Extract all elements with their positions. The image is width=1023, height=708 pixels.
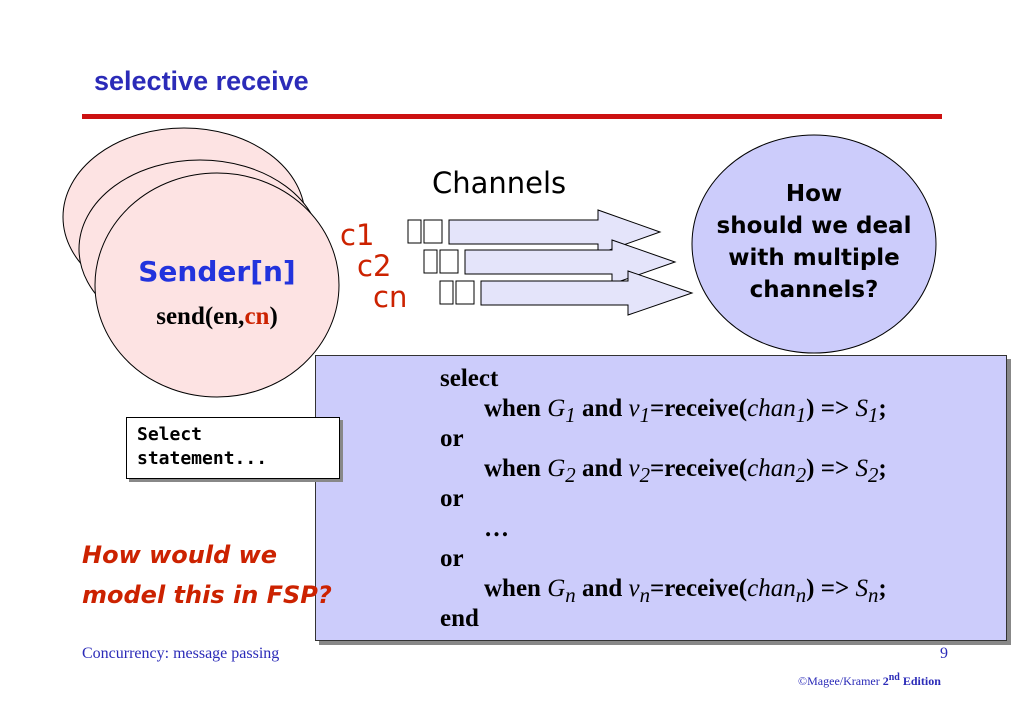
fsp-question-line1: How would we	[82, 541, 278, 569]
buffer-slot	[423, 219, 443, 244]
receiver-question: How should we deal with multiple channel…	[694, 178, 934, 306]
channel-label-cn: cn	[373, 280, 408, 314]
slide-title: selective receive	[94, 66, 309, 96]
code-branch-2: when G2 and v2=receive(chan2) => S2;	[484, 455, 887, 487]
select-note-text: Select statement...	[137, 423, 267, 471]
title-rule	[82, 114, 942, 119]
question-line: How	[785, 181, 843, 207]
channel-c2	[423, 239, 677, 285]
code-or: or	[440, 425, 464, 452]
receiver-circle	[691, 134, 937, 354]
code-or: or	[440, 545, 464, 572]
send-call-suffix: )	[269, 303, 278, 330]
buffer-slot	[439, 249, 459, 274]
channel-arrow	[480, 270, 694, 316]
send-call-channel: cn	[244, 303, 270, 330]
select-statement-note: Select statement...	[126, 417, 340, 479]
channel-c1	[407, 209, 662, 255]
channels-label: Channels	[432, 166, 567, 200]
channel-arrow	[448, 209, 662, 255]
fsp-question-line2: model this in FSP?	[82, 581, 332, 609]
code-branch-n: when Gn and vn=receive(chann) => Sn;	[484, 575, 887, 607]
buffer-slot	[407, 219, 422, 244]
channel-label-c1: c1	[340, 218, 375, 252]
code-end: end	[440, 605, 479, 632]
channel-cn	[439, 270, 694, 316]
buffer-slot	[439, 280, 454, 305]
copyright: ©Magee/Kramer 2nd Edition	[798, 672, 941, 688]
send-call-prefix: send(en,	[156, 303, 245, 330]
code-select: select	[440, 365, 499, 392]
sender-name: Sender[n]	[138, 255, 296, 288]
fsp-question: How would we model this in FSP?	[82, 535, 332, 615]
channel-arrow	[464, 239, 677, 285]
footer-course: Concurrency: message passing	[82, 645, 280, 662]
question-line: channels?	[749, 277, 879, 303]
code-ellipsis: …	[484, 515, 509, 542]
select-note-line1: Select	[137, 424, 203, 445]
select-code-box: select when G1 and v1=receive(chan1) => …	[315, 355, 1007, 641]
code-or: or	[440, 485, 464, 512]
question-line: with multiple	[728, 245, 900, 271]
page-number: 9	[940, 645, 948, 662]
sender-circle-front	[94, 172, 340, 398]
channel-label-c2: c2	[357, 249, 392, 283]
buffer-slot	[455, 280, 475, 305]
sender-call: send(en,cn)	[96, 303, 338, 331]
buffer-slot	[423, 249, 438, 274]
select-note-line2: statement...	[137, 448, 268, 469]
code-branch-1: when G1 and v1=receive(chan1) => S1;	[484, 395, 887, 427]
question-line: should we deal	[716, 213, 912, 239]
